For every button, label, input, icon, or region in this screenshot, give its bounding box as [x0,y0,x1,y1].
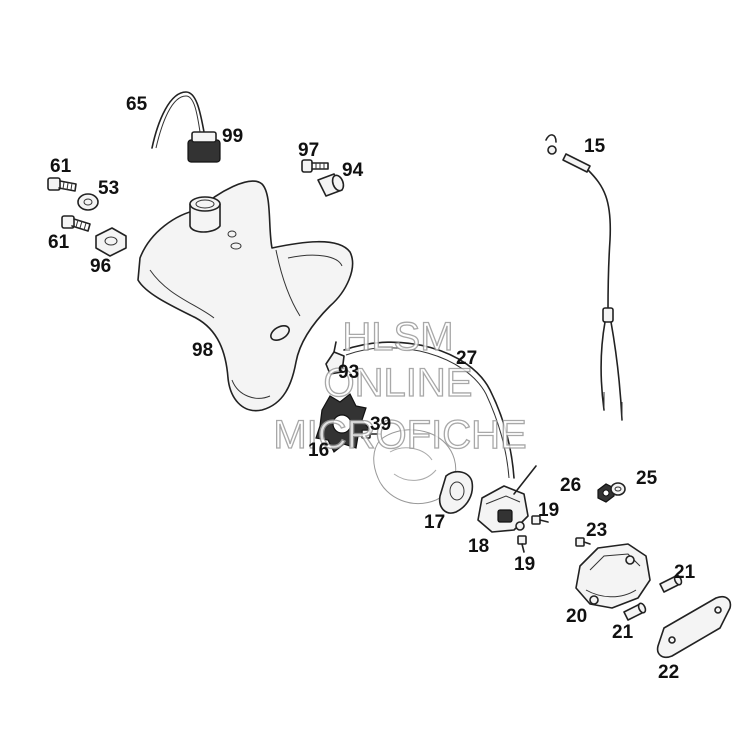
part-39-screw [361,429,381,439]
part-19-screw-upper [531,515,549,525]
part-17-gasket [438,470,474,514]
callout-99: 99 [222,126,243,147]
callout-16: 16 [308,440,329,461]
part-21-pin-lower [623,602,647,621]
callout-21-upper: 21 [674,562,696,583]
part-25-washer [610,482,626,496]
part-99-fuel-cap [187,131,221,163]
callout-labels: 65 99 97 94 15 61 53 61 96 98 27 93 39 1… [48,94,696,683]
callout-65: 65 [126,94,148,115]
watermark-line-3: MICROFICHE [273,413,526,457]
part-22-cover-plate [656,595,732,659]
part-15-throttle-cable [545,134,623,421]
callout-20: 20 [566,606,587,627]
part-98-fuel-tank [137,180,354,412]
part-94-spacer [317,173,345,197]
callout-26: 26 [560,475,581,496]
callout-25: 25 [636,468,658,489]
engine-housing-outline [373,429,457,505]
callout-27: 27 [456,348,477,369]
part-65-breather-hose [151,91,205,149]
callout-98: 98 [192,340,213,361]
callout-94: 94 [342,160,364,181]
callout-19-upper: 19 [538,500,559,521]
part-16-gear [315,393,371,453]
part-61-bolt-upper [47,177,77,192]
callout-22: 22 [658,662,679,683]
callout-61-lower: 61 [48,232,70,253]
callout-18: 18 [468,536,489,557]
part-19-screw-lower [517,535,527,553]
callout-93: 93 [338,362,359,383]
part-18-carburetor [477,465,537,533]
part-23-screw [575,537,591,547]
part-26-nut [597,483,615,503]
callout-96: 96 [90,256,111,277]
callout-23: 23 [586,520,607,541]
part-96-rubber-mount [95,227,127,257]
watermark-line-1: HLSM [342,315,453,359]
part-20-cover-housing [575,543,651,609]
part-93-fuel-tap [325,341,345,375]
callout-39: 39 [370,414,391,435]
part-53-washer [77,193,99,211]
callout-21-lower: 21 [612,622,634,643]
callout-17: 17 [424,512,445,533]
part-21-pin-upper [659,574,683,593]
callout-15: 15 [584,136,606,157]
callout-19-lower: 19 [514,554,535,575]
watermark-line-2: ONLINE [324,361,473,405]
callout-97: 97 [298,140,319,161]
part-97-screw [301,159,329,173]
part-27-fuel-line [343,341,515,479]
callout-61-upper: 61 [50,156,72,177]
watermark: HLSM ONLINE MICROFICHE [273,314,528,457]
part-61-bolt-lower [61,215,91,232]
callout-53: 53 [98,178,119,199]
